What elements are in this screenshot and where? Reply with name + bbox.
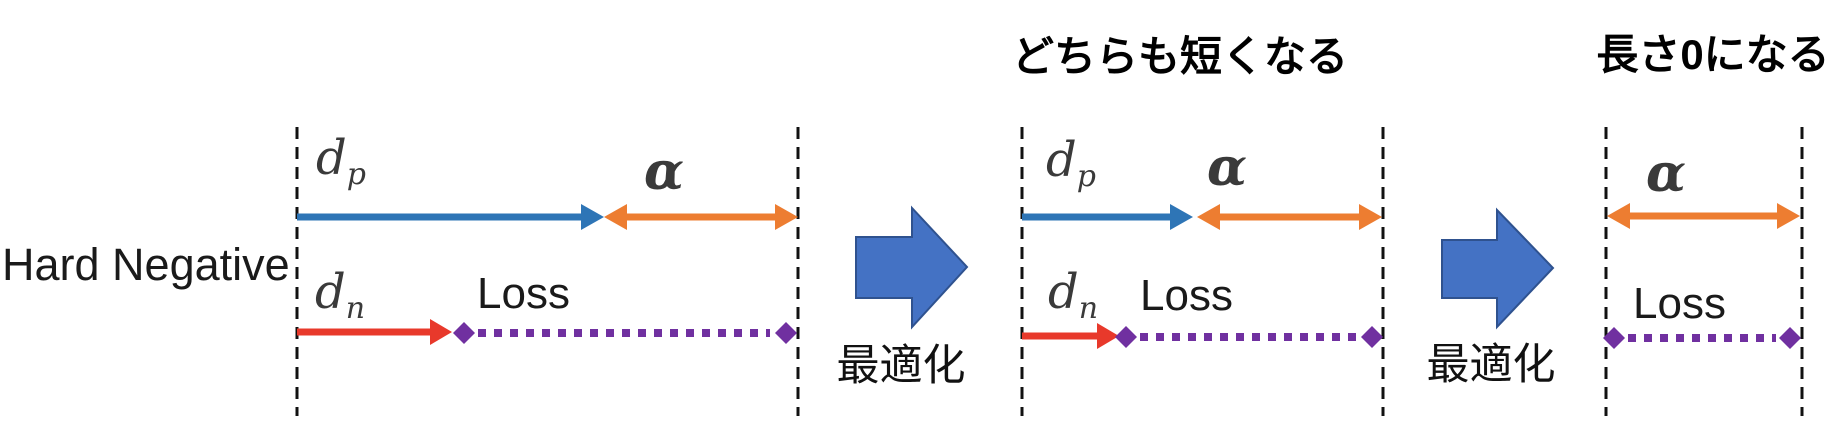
panel2-dp-label: dp <box>1046 136 1096 192</box>
panel2-alpha-right-arrowhead <box>1359 204 1382 230</box>
panel3-title: 長さ0になる <box>1596 31 1830 78</box>
panel1-dn-arrowhead <box>430 319 452 345</box>
hard-negative-row-label: Hard Negative <box>2 239 290 290</box>
panel1-dp-arrowhead <box>581 204 604 230</box>
panel3-alpha-label: α <box>1645 143 1687 204</box>
panel1-loss-left-diamond <box>453 322 475 344</box>
panel2-title: どちらも短くなる <box>1011 33 1349 80</box>
panel2-alpha-left-arrowhead <box>1197 204 1220 230</box>
panel2-alpha-label: α <box>1206 137 1248 198</box>
panel1-dn-subscript: n <box>345 291 366 326</box>
optimize-caption-2: 最適化 <box>1426 341 1556 389</box>
panel1-dn-label: dn <box>315 268 365 324</box>
panel2-loss-label: Loss <box>1140 271 1233 320</box>
panel3-alpha-right-arrowhead <box>1777 203 1800 229</box>
panel1-loss-label: Loss <box>477 269 570 318</box>
panel1-dp-subscript: p <box>346 157 366 192</box>
panel2-dn-label: dn <box>1048 268 1098 324</box>
panel2-dn-base: d <box>1047 264 1079 320</box>
panel2-dp-base: d <box>1046 132 1077 188</box>
optimize-caption-1: 最適化 <box>836 342 966 390</box>
panel2-loss-right-diamond <box>1361 326 1383 348</box>
panel1-loss-right-diamond <box>775 322 797 344</box>
panel2-dp-subscript: p <box>1076 159 1096 194</box>
panel1-alpha-left-arrowhead <box>604 204 627 230</box>
panel3-loss-label: Loss <box>1633 279 1726 328</box>
panel2-dn-subscript: n <box>1078 291 1099 326</box>
panel1-dp-base: d <box>316 130 347 186</box>
panel3-loss-right-diamond <box>1779 327 1801 349</box>
optimize-big-arrow-2 <box>1441 207 1555 330</box>
panel2-dn-arrowhead <box>1097 323 1119 349</box>
optimize-big-arrow-1 <box>855 205 969 330</box>
panel2-dp-arrowhead <box>1170 204 1193 230</box>
panel1-dn-base: d <box>314 264 346 320</box>
panel1-dp-label: dp <box>316 134 366 190</box>
panel1-alpha-right-arrowhead <box>775 204 798 230</box>
panel3-loss-left-diamond <box>1603 327 1625 349</box>
panel1-alpha-label: α <box>643 141 685 202</box>
panel3-alpha-left-arrowhead <box>1607 203 1630 229</box>
panel2-loss-left-diamond <box>1115 326 1137 348</box>
